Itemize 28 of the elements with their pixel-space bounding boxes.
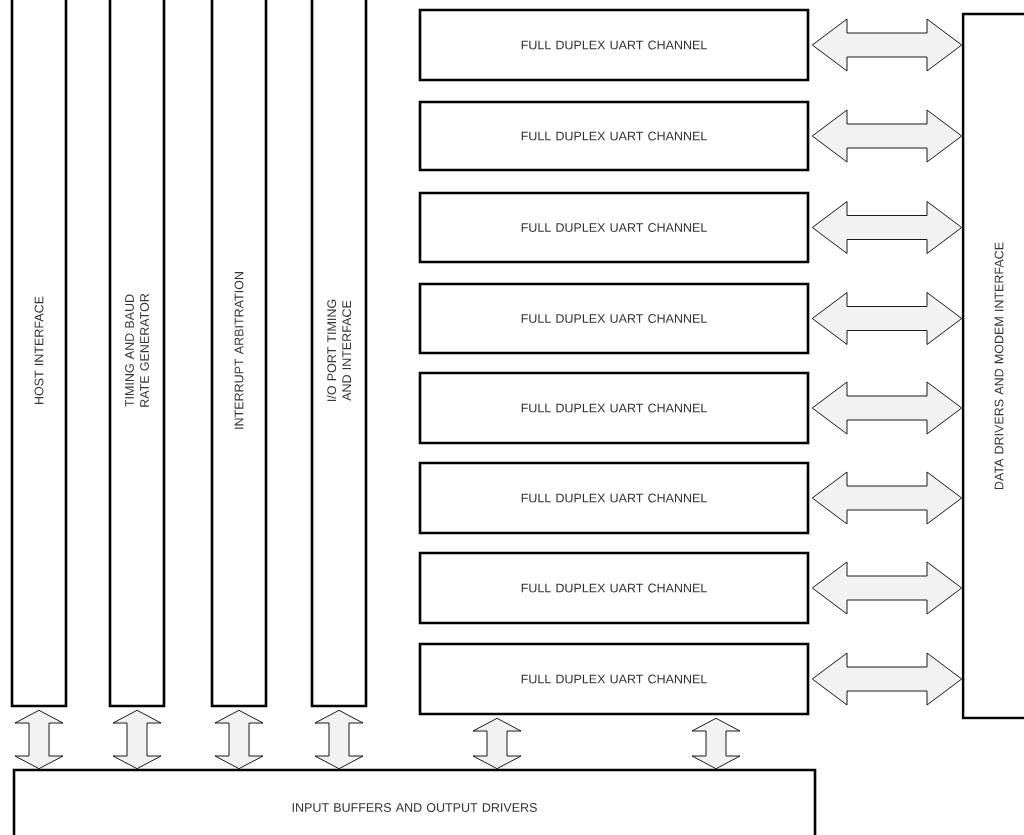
block-box: FULL DUPLEX UART CHANNEL xyxy=(418,282,810,355)
double-arrow xyxy=(811,201,963,254)
block-box: FULL DUPLEX UART CHANNEL xyxy=(418,8,810,82)
double-arrow xyxy=(811,561,963,615)
double-arrow xyxy=(691,717,741,770)
block-box: INPUT BUFFERS AND OUTPUT DRIVERS xyxy=(12,768,817,835)
double-arrow xyxy=(811,18,963,72)
block-box: FULL DUPLEX UART CHANNEL xyxy=(418,461,810,535)
double-arrow xyxy=(811,109,963,163)
block-box: TIMING AND BAUD RATE GENERATOR xyxy=(108,0,166,708)
block-box: FULL DUPLEX UART CHANNEL xyxy=(418,551,810,625)
double-arrow xyxy=(811,381,963,435)
double-arrow xyxy=(472,717,522,770)
double-arrow xyxy=(811,652,963,706)
double-arrow xyxy=(14,709,64,770)
block-box: FULL DUPLEX UART CHANNEL xyxy=(418,371,810,445)
block-box: FULL DUPLEX UART CHANNEL xyxy=(418,191,810,264)
double-arrow xyxy=(314,709,364,770)
double-arrow xyxy=(811,292,963,345)
double-arrow xyxy=(214,709,264,770)
block-box: FULL DUPLEX UART CHANNEL xyxy=(418,642,810,716)
block-box: HOST INTERFACE xyxy=(10,0,68,708)
block-box: INTERRUPT ARBITRATION xyxy=(210,0,268,708)
double-arrow xyxy=(112,709,162,770)
block-box: FULL DUPLEX UART CHANNEL xyxy=(418,100,810,172)
double-arrow xyxy=(811,471,963,525)
block-box: I/O PORT TIMING AND INTERFACE xyxy=(310,0,368,708)
block-box: DATA DRIVERS AND MODEM INTERFACE xyxy=(961,12,1024,720)
